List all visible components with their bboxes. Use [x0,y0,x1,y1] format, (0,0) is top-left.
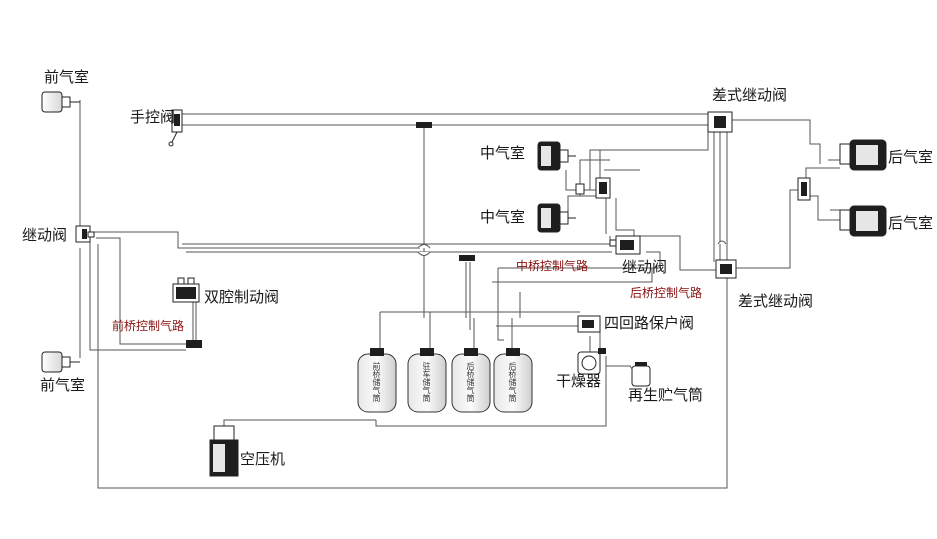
diff-relay-top-label: 差式继动阀 [712,86,788,104]
main-supply-loop [97,132,728,489]
air-tanks [357,348,533,413]
front-control-line [96,237,186,345]
compressor [209,425,239,477]
mid-chamber-2 [537,203,576,233]
mid-chamber-1-label: 中气室 [480,144,526,162]
dryer [577,348,606,375]
mid-chamber-1-line [565,170,596,191]
tee-fitting-top [416,122,432,128]
air-tank-4-label: 后桥储气筒 [508,362,517,402]
four-circuit-valve-label: 四回路保户阀 [604,314,695,332]
diff-relay-valve-bottom [715,259,737,279]
air-tank-1 [357,348,397,413]
front-chamber-top-label: 前气室 [44,68,90,86]
mid-control-line-label: 中桥控制气路 [516,259,589,273]
diff-relay-bottom-label: 差式继动阀 [738,292,814,310]
relay-valve-mid [609,235,641,255]
air-tank-2-label: 驻车储气筒 [422,362,431,402]
dual-brake-valve [172,277,202,348]
mid-relay-feed-2 [615,198,635,240]
air-tank-3-label: 后桥储气筒 [466,362,475,402]
air-tank-4 [493,348,533,413]
mid-to-tank [497,268,504,341]
brake-to-mid-relay-1 [182,236,611,245]
four-circuit-valve [577,315,601,333]
diff-relay-to-mid [589,120,709,190]
diff-relay-valve-top [707,111,733,133]
mid-control-line [498,251,661,269]
compressor-label: 空压机 [240,450,286,468]
front-control-line-label: 前桥控制气路 [112,319,185,333]
diff-bottom-to-rear [736,189,800,269]
mid-branch [599,150,606,179]
rear-chamber-1 [839,139,887,171]
mid-relay-to-diff [640,235,720,271]
front-chamber-bottom [41,351,80,373]
mid-chamber-2-label: 中气室 [480,208,526,226]
tee-fitting-mid [459,255,475,261]
relay-valve-left-label: 继动阀 [22,226,68,244]
rear-chamber-2 [839,205,887,237]
pipe-crossovers [417,240,727,256]
regen-tank-label: 再生贮气筒 [628,386,704,404]
tank-bottom-bus [375,356,607,427]
front-relay-to-brake-valve [89,238,186,351]
mid-control-line-2 [492,268,653,283]
diff-top-to-rear [732,119,821,164]
rear-chamber-2-label: 后气室 [888,214,934,232]
air-tank-2 [407,348,447,413]
mid-chamber-1 [537,141,576,171]
rear-chamber-1-label: 后气室 [888,148,934,166]
front-chamber-top [41,91,80,113]
dryer-label: 干燥器 [556,372,602,390]
air-tank-1-label: 前桥储气筒 [372,362,381,402]
rear-control-line-label: 后桥控制气路 [630,286,703,300]
brake-valve-to-mid [92,231,420,249]
hand-valve [168,109,183,147]
pipe-network [79,100,842,489]
regen-tank [631,362,651,387]
hand-valve-label: 手控阀 [130,108,176,126]
compressor-feed [223,419,376,430]
relay-valve-mid-label: 继动阀 [622,258,668,276]
air-tank-3 [451,348,491,413]
rear-chamber-2-line [810,195,842,221]
front-chamber-bottom-label: 前气室 [40,376,86,394]
mid-axle-tee [575,177,611,199]
rear-axle-tee [797,177,811,201]
dual-brake-valve-label: 双腔制动阀 [204,288,280,306]
relay-valve-left [75,225,95,243]
